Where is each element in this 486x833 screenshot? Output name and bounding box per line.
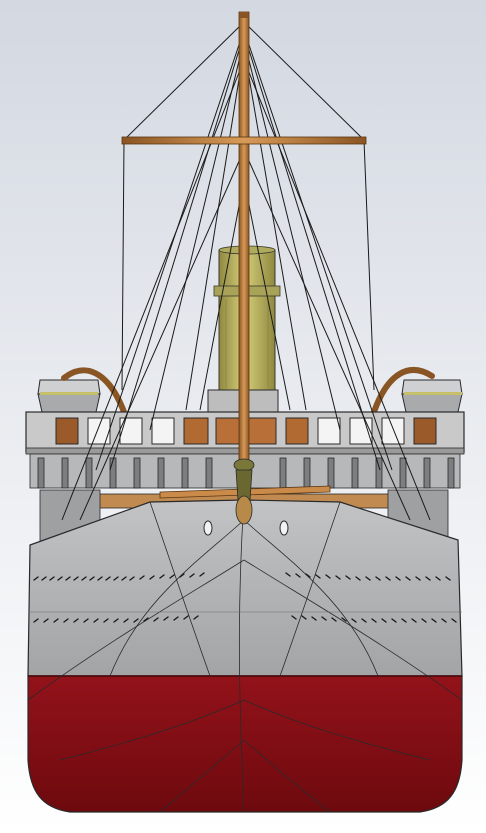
hull-lower [27,675,463,813]
portholes [33,572,457,623]
hull-plating [27,499,463,813]
bridge-windows [55,417,437,445]
hawse-holes [203,520,289,536]
foremast [121,11,367,525]
starboard-lifeboat [371,367,463,415]
rigging [61,21,431,521]
hull-upper [27,499,463,677]
